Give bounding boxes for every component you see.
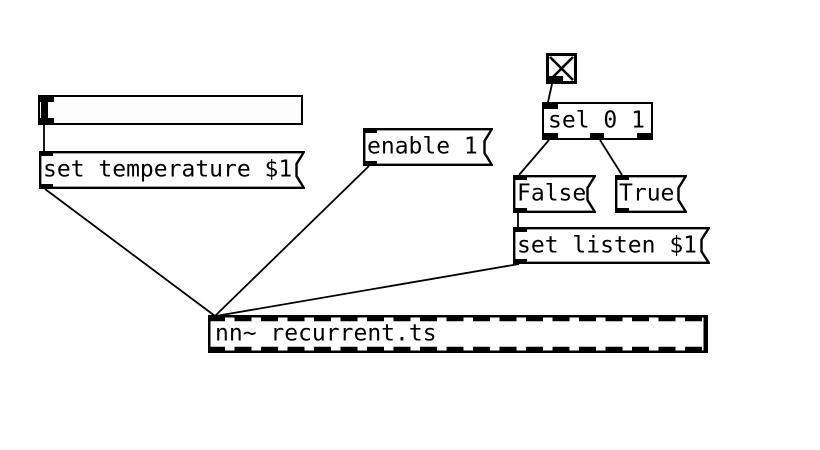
message-inlet[interactable] — [513, 227, 527, 232]
message-inlet[interactable] — [39, 151, 53, 156]
message-outlet[interactable] — [363, 161, 377, 166]
message-false[interactable]: False — [513, 175, 596, 213]
toggle-outlet[interactable] — [549, 76, 563, 81]
message-set-temperature[interactable]: set temperature $1 — [39, 151, 305, 189]
object-inlet[interactable] — [544, 104, 558, 109]
slider-handle[interactable] — [41, 97, 48, 123]
message-outlet[interactable] — [39, 184, 53, 189]
patch-cord-enable-to-nn[interactable] — [214, 165, 370, 317]
message-inlet[interactable] — [513, 175, 527, 180]
message-label: set listen $1 — [517, 232, 698, 258]
message-outlet[interactable] — [513, 208, 527, 213]
message-label: True — [619, 180, 675, 207]
toggle[interactable] — [546, 53, 577, 84]
patch-cord-set-listen-to-nn[interactable] — [215, 263, 520, 317]
object-outlet-0[interactable] — [544, 133, 558, 138]
object-sel[interactable]: sel 0 1 — [542, 102, 653, 140]
slider-inlet[interactable] — [40, 97, 54, 102]
object-label: nn~ recurrent.ts — [215, 320, 437, 347]
patch-cord-sel-to-true[interactable] — [599, 139, 623, 176]
object-outlet-2[interactable] — [637, 133, 651, 138]
slider-outlet[interactable] — [40, 118, 54, 123]
message-outlet[interactable] — [513, 259, 527, 264]
horizontal-slider[interactable] — [38, 95, 303, 125]
message-inlet[interactable] — [363, 128, 377, 133]
object-label: sel 0 1 — [548, 107, 645, 134]
object-nn-recurrent[interactable]: nn~ recurrent.ts — [208, 315, 708, 353]
object-outlet-1[interactable] — [590, 133, 604, 138]
message-label: False — [517, 180, 587, 207]
message-enable[interactable]: enable 1 — [363, 128, 493, 166]
message-label: enable 1 — [367, 133, 478, 160]
patch-cord-set-temperature-to-nn[interactable] — [44, 188, 216, 317]
message-true[interactable]: True — [615, 175, 687, 213]
patch-cord-sel-to-false[interactable] — [518, 139, 550, 176]
message-inlet[interactable] — [615, 175, 629, 180]
dashed-object-outline — [208, 315, 708, 353]
message-outlet[interactable] — [615, 208, 629, 213]
message-label: set temperature $1 — [43, 156, 293, 183]
patch-cord-toggle-to-sel[interactable] — [547, 83, 553, 103]
message-set-listen[interactable]: set listen $1 — [513, 227, 710, 264]
